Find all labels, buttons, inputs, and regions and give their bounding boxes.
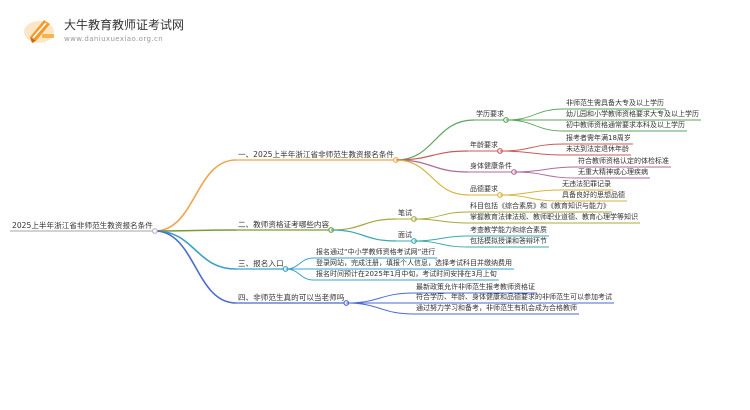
topic-health-condition: 身体健康条件 bbox=[470, 162, 512, 170]
connector-curve bbox=[396, 159, 469, 173]
topic-interview: 面试 bbox=[398, 231, 412, 239]
section-1-label: 一、2025上半年浙江省非师范生教资报名条件 bbox=[238, 150, 395, 159]
connector-curve bbox=[154, 230, 237, 304]
leaf-item: 最新政策允许非师范生报考教师资格证 bbox=[416, 283, 535, 291]
connector-curve bbox=[285, 268, 315, 281]
leaf-item: 初中教师资格通常要求本科及以上学历 bbox=[566, 121, 685, 129]
leaf-item: 符合学历、年龄、身体健康和品德要求的非师范生可以参加考试 bbox=[416, 293, 612, 301]
mindmap-root-label: 2025上半年浙江省非师范生教资报名条件 bbox=[12, 221, 153, 230]
leaf-item: 无重大精神或心理疾病 bbox=[578, 168, 648, 176]
leaf-item: 幼儿园和小学教师资格要求大专及以上学历 bbox=[566, 110, 699, 118]
leaf-item: 通过努力学习和备考，非师范生有机会成为合格教师 bbox=[416, 304, 577, 312]
leaf-item: 报名通过“中小学教师资格考试网”进行 bbox=[316, 248, 436, 256]
connector-curve bbox=[513, 166, 577, 173]
leaf-item: 包括模拟授课和答辩环节 bbox=[470, 237, 547, 245]
section-3-label: 三、报名入口 bbox=[238, 259, 284, 268]
leaf-item: 非师范生需具备大专及以上学历 bbox=[566, 99, 664, 107]
topic-education-requirement: 学历要求 bbox=[476, 110, 504, 118]
leaf-item: 登录网站，完成注册，填报个人信息，选择考试科目并缴纳费用 bbox=[316, 259, 512, 267]
book-pen-icon bbox=[24, 20, 54, 43]
connector-curve bbox=[331, 229, 397, 242]
leaf-item: 考查教学能力和综合素质 bbox=[470, 226, 547, 234]
connector-curve bbox=[154, 159, 237, 232]
connector-curve bbox=[396, 159, 469, 196]
connector-curve bbox=[413, 235, 469, 242]
connector-curve bbox=[396, 119, 475, 161]
leaf-item: 报名时间预计在2025年1月中旬，考试时间安排在3月上旬 bbox=[316, 270, 497, 278]
topic-age-requirement: 年龄要求 bbox=[470, 141, 498, 149]
connector-curve bbox=[331, 218, 397, 231]
leaf-item: 未达到法定退休年龄 bbox=[566, 145, 629, 153]
leaf-item: 科目包括《综合素质》和《教育知识与能力》 bbox=[470, 202, 610, 210]
section-2-label: 二、教师资格证考哪些内容 bbox=[238, 220, 330, 229]
connector-curve bbox=[499, 189, 561, 196]
connector-curve bbox=[413, 211, 469, 220]
connector-curve bbox=[499, 143, 565, 152]
section-4-label: 四、非师范生真的可以当老师吗 bbox=[238, 293, 345, 302]
leaf-item: 无违法犯罪记录 bbox=[562, 180, 611, 188]
leaf-item: 符合教师资格认定的体检标准 bbox=[578, 157, 669, 165]
connector-curve bbox=[346, 302, 415, 315]
leaf-item: 具备良好的思想品德 bbox=[562, 191, 625, 199]
connector-curve bbox=[499, 194, 561, 202]
connector-curve bbox=[499, 150, 565, 156]
node-dot bbox=[151, 228, 158, 234]
connector-curve bbox=[154, 230, 237, 270]
topic-moral-requirement: 品德要求 bbox=[470, 185, 498, 193]
leaf-item: 报考者需年满18周岁 bbox=[566, 134, 631, 142]
connector-curve bbox=[154, 229, 237, 232]
brand-url: www.daniuxuexiao.org.cn bbox=[64, 35, 164, 43]
topic-written-exam: 笔试 bbox=[398, 209, 412, 217]
leaf-item: 掌握教育法律法规、教师职业道德、教育心理学等知识 bbox=[470, 213, 638, 221]
connector-curve bbox=[413, 218, 469, 224]
connector-curve bbox=[413, 240, 469, 248]
connector-curve bbox=[513, 171, 577, 179]
connector-curve bbox=[285, 257, 315, 270]
connector-curve bbox=[505, 108, 565, 121]
brand-header: 大牛教育教师证考试网 www.daniuxuexiao.org.cn bbox=[22, 12, 262, 52]
connector-curve bbox=[346, 292, 415, 304]
connector-curve bbox=[505, 119, 565, 132]
brand-name: 大牛教育教师证考试网 bbox=[64, 18, 185, 32]
